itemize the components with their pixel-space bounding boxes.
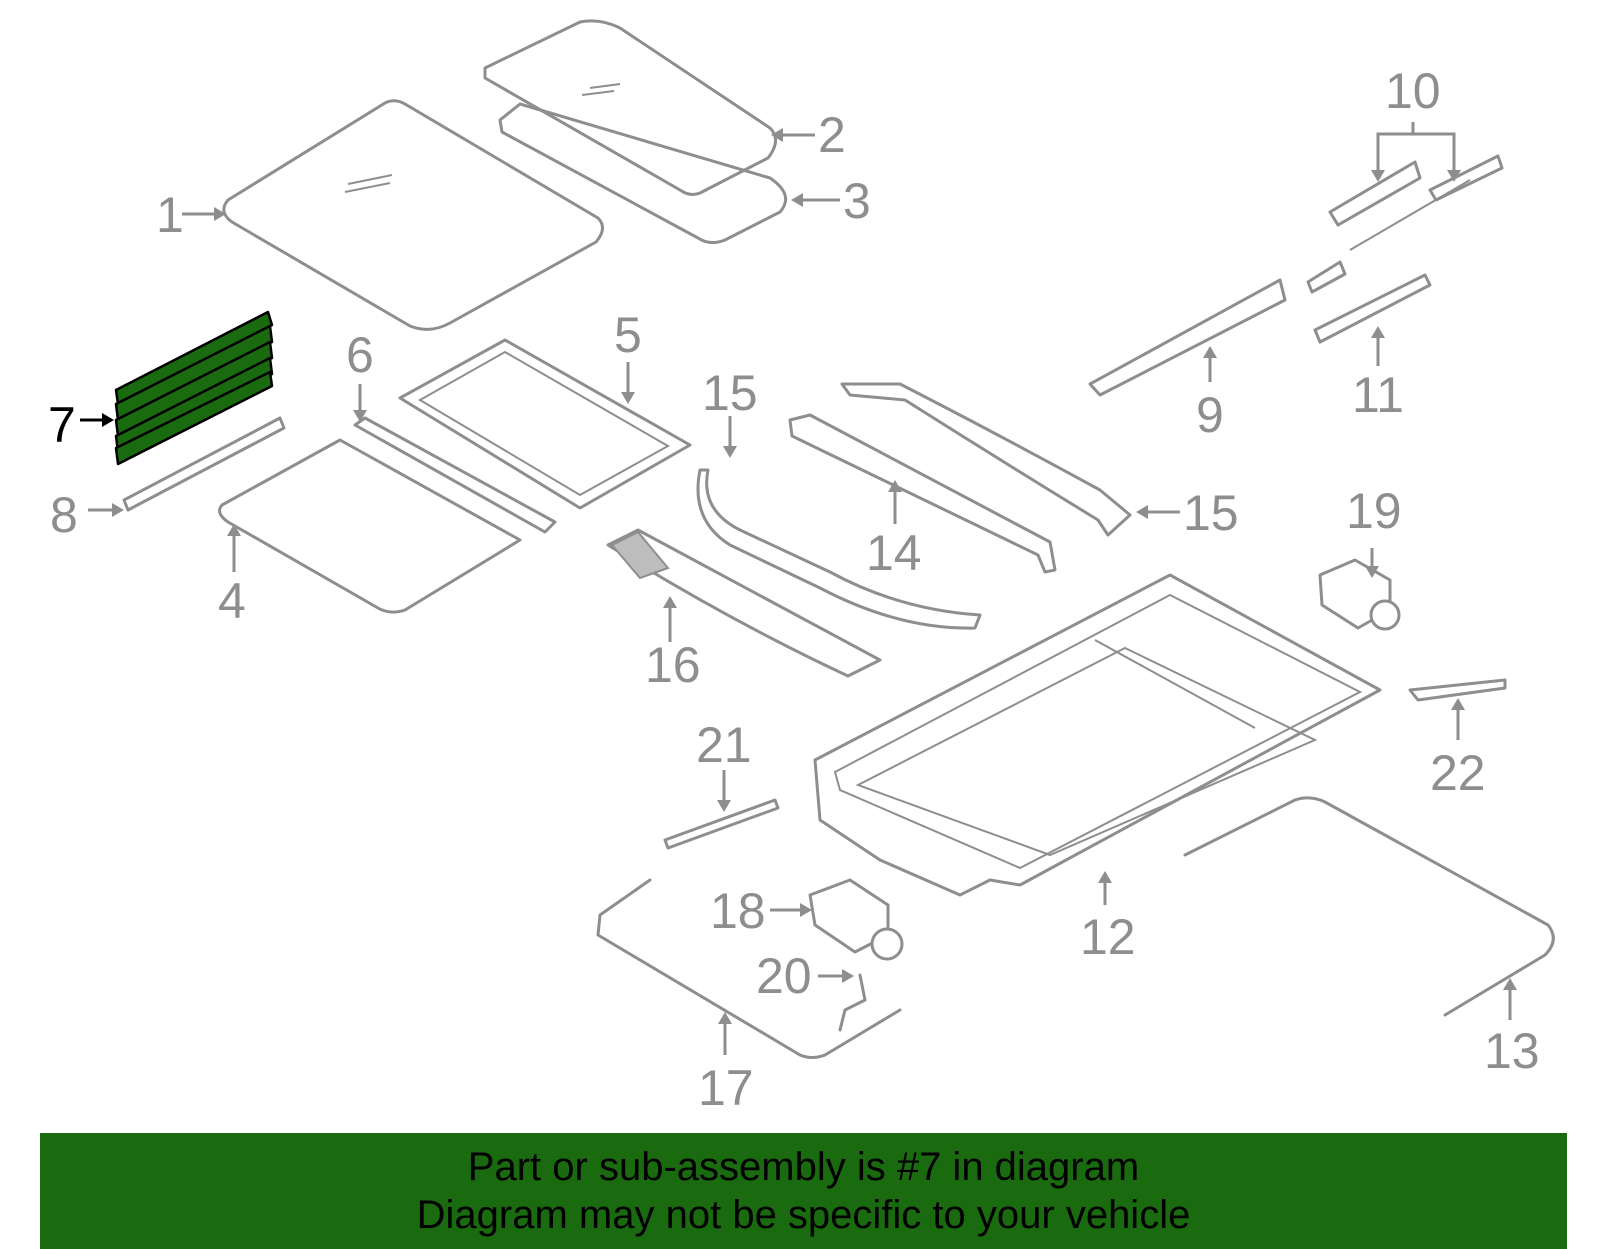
callout-5: 5 bbox=[614, 307, 642, 363]
part-14-bar[interactable] bbox=[788, 413, 1057, 574]
banner-line-1: Part or sub-assembly is #7 in diagram bbox=[467, 1145, 1140, 1189]
part-11-bracket[interactable] bbox=[1313, 273, 1432, 344]
part-19-motor[interactable] bbox=[1318, 558, 1401, 631]
callout-21: 21 bbox=[696, 717, 752, 773]
callout-17: 17 bbox=[698, 1060, 754, 1116]
part-10-assembly[interactable] bbox=[1306, 154, 1504, 294]
callout-7: 7 bbox=[48, 397, 76, 453]
info-banner: Part or sub-assembly is #7 in diagram Di… bbox=[40, 1133, 1567, 1249]
callout-2: 2 bbox=[818, 107, 846, 163]
part-12-frame[interactable] bbox=[813, 573, 1382, 897]
callout-22: 22 bbox=[1430, 745, 1486, 801]
part-7-highlighted[interactable] bbox=[114, 310, 274, 466]
part-22-strip[interactable] bbox=[1408, 678, 1507, 702]
part-15-rail-left[interactable] bbox=[696, 468, 982, 630]
callout-18: 18 bbox=[710, 883, 766, 939]
part-18-motor[interactable] bbox=[808, 878, 904, 961]
callout-15-left: 15 bbox=[702, 365, 758, 421]
callout-8: 8 bbox=[50, 487, 78, 543]
callout-12: 12 bbox=[1080, 909, 1136, 965]
part-6-bar[interactable] bbox=[353, 416, 557, 534]
callout-13: 13 bbox=[1484, 1023, 1540, 1079]
part-3-seal[interactable] bbox=[498, 102, 788, 245]
callout-9: 9 bbox=[1196, 387, 1224, 443]
part-17-drain[interactable] bbox=[596, 878, 902, 1059]
callout-20: 20 bbox=[756, 948, 812, 1004]
part-21-strip[interactable] bbox=[663, 798, 780, 850]
callout-11: 11 bbox=[1352, 367, 1404, 423]
part-16-deflector[interactable] bbox=[606, 528, 882, 678]
callout-10: 10 bbox=[1385, 63, 1441, 119]
part-9-guide[interactable] bbox=[1088, 278, 1287, 397]
part-5-frame[interactable] bbox=[398, 338, 692, 510]
callout-1: 1 bbox=[156, 187, 184, 243]
callout-14: 14 bbox=[866, 525, 922, 581]
callout-3: 3 bbox=[843, 173, 871, 229]
part-1-glass[interactable] bbox=[222, 99, 604, 331]
part-4-shade[interactable] bbox=[218, 438, 522, 614]
part-2-glass-panel[interactable] bbox=[483, 19, 777, 196]
callout-4: 4 bbox=[218, 573, 246, 629]
callout-15-right: 15 bbox=[1183, 485, 1239, 541]
callout-19: 19 bbox=[1346, 483, 1402, 539]
part-15-rail-right[interactable] bbox=[840, 382, 1132, 537]
part-13-seal[interactable] bbox=[1183, 796, 1555, 1017]
part-20-hose[interactable] bbox=[838, 973, 867, 1032]
callout-16: 16 bbox=[645, 637, 701, 693]
banner-line-2: Diagram may not be specific to your vehi… bbox=[416, 1193, 1191, 1237]
callout-6: 6 bbox=[346, 327, 374, 383]
callout-leaders bbox=[80, 122, 1517, 1055]
part-8-strip[interactable] bbox=[122, 416, 286, 512]
